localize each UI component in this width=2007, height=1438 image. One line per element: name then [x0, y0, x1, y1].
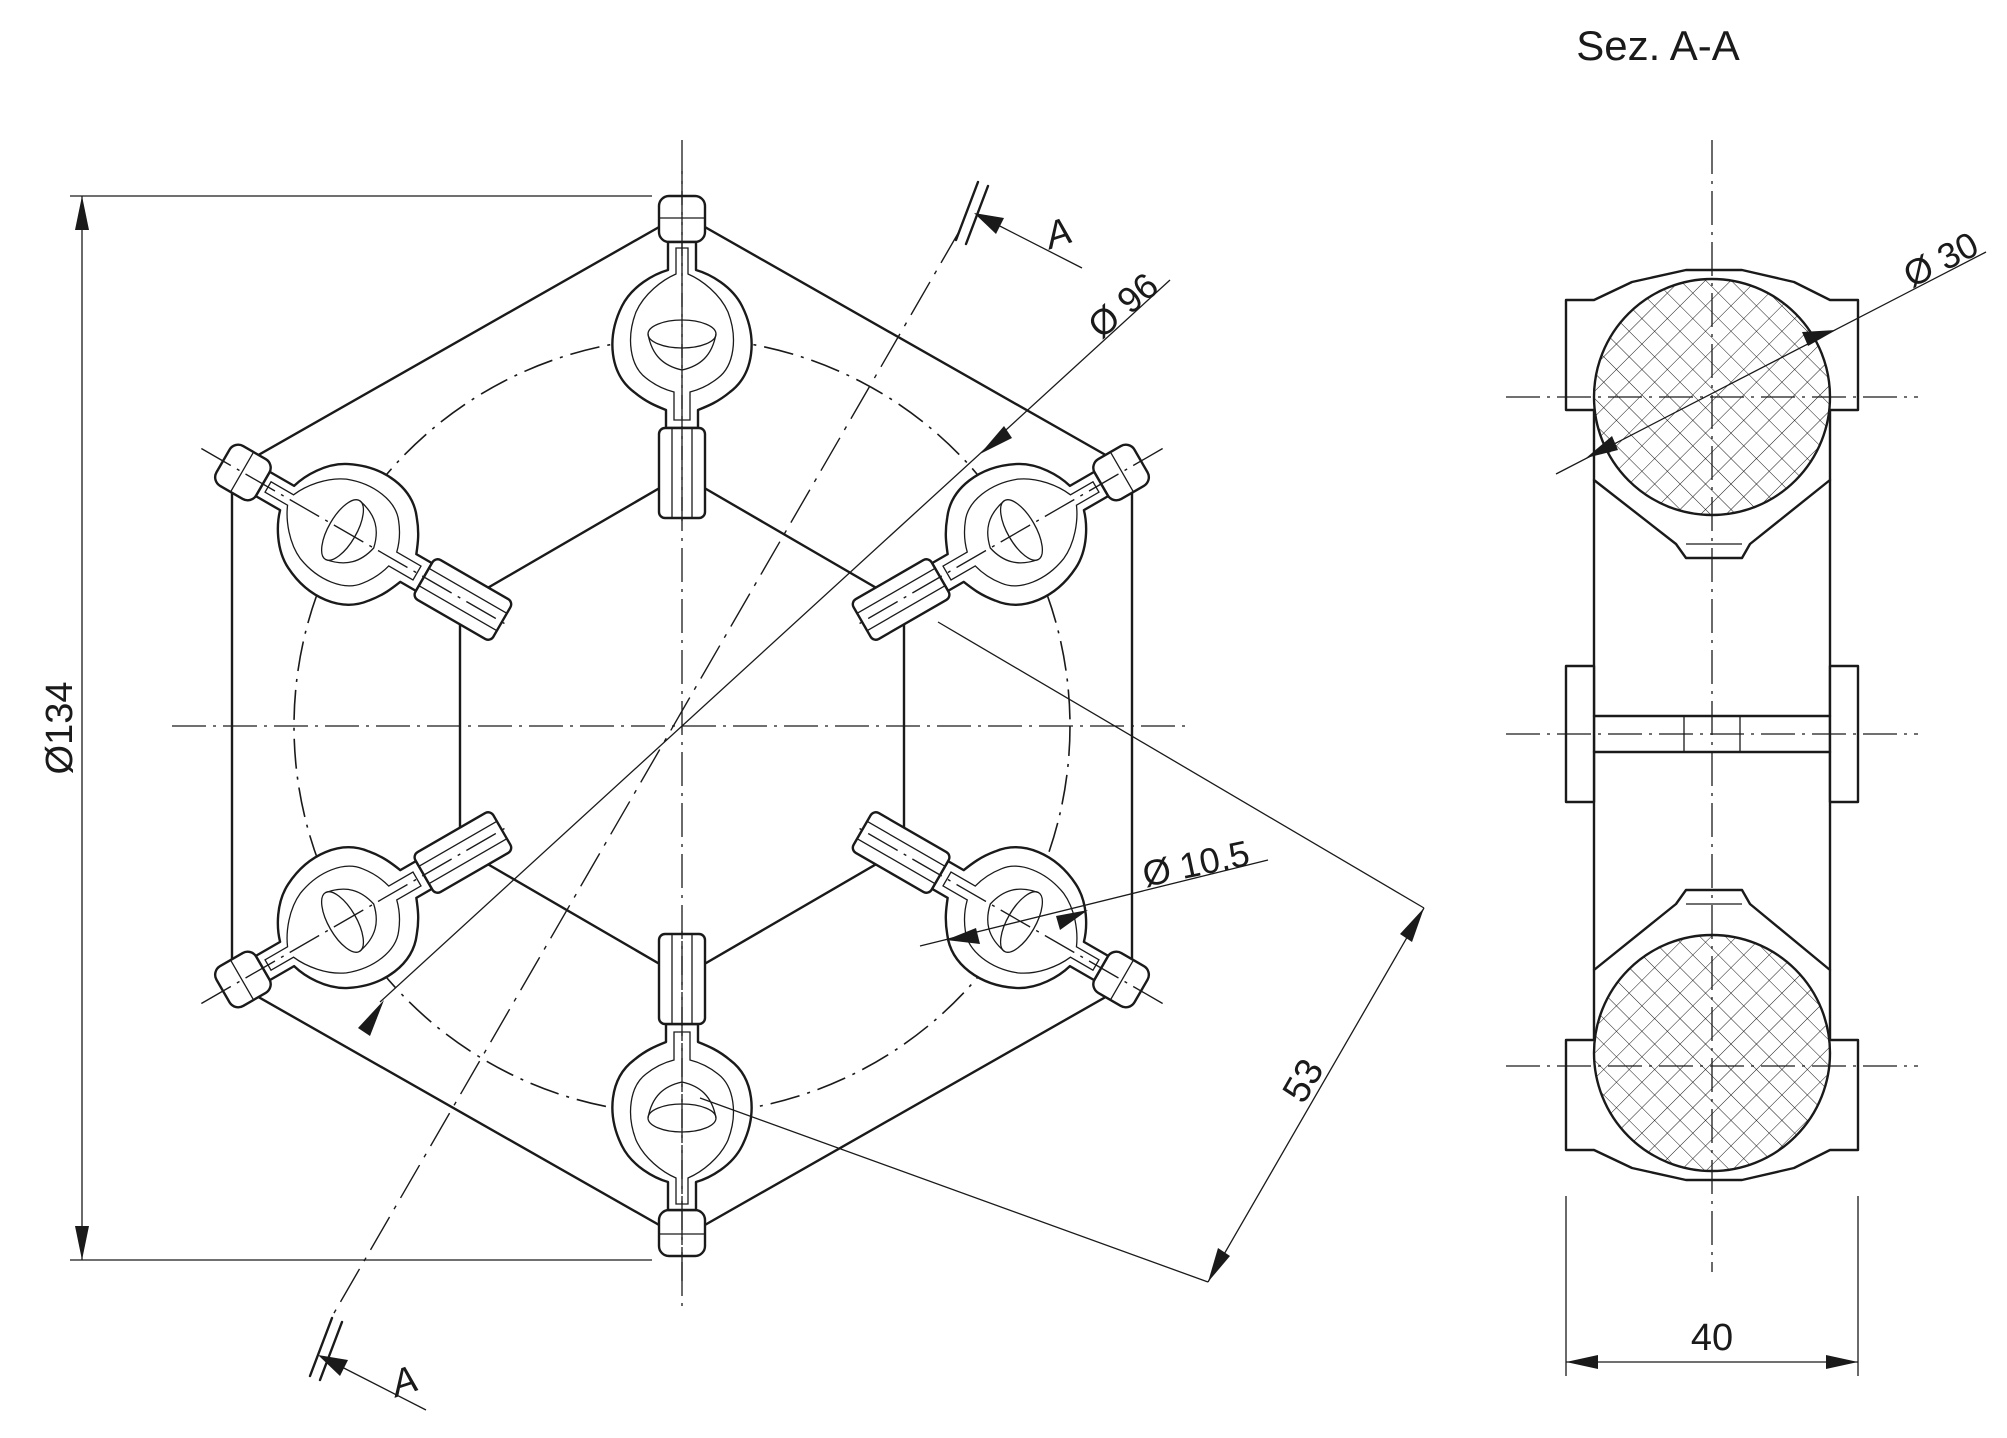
front-view: A A Ø134 Ø 96 Ø 10.5 [39, 140, 1425, 1411]
section-diameter-label: Ø 30 [1897, 223, 1985, 295]
section-view: Sez. A-A Ø 30 [1506, 22, 1987, 1376]
clamp-lug-lower-right [819, 764, 1199, 1065]
section-mark-bottom: A [384, 1358, 423, 1406]
overall-diameter-label: Ø134 [39, 682, 81, 775]
pitch-diameter-label: Ø 96 [1080, 264, 1166, 346]
section-width-label: 40 [1691, 1317, 1733, 1359]
section-cut-line [329, 229, 961, 1321]
overall-diameter-dimension: Ø134 [39, 195, 652, 1261]
hole-diameter-label: Ø 10.5 [1139, 832, 1253, 895]
section-mark-top: A [1038, 210, 1077, 258]
clamp-lug-lower-left [165, 764, 545, 1065]
clamp-lug-upper-left [165, 387, 545, 688]
clamp-lug-upper-right [819, 387, 1199, 688]
section-title: Sez. A-A [1576, 22, 1739, 69]
section-width-dimension: 40 [1565, 1196, 1859, 1376]
center-offset-label: 53 [1275, 1052, 1333, 1110]
